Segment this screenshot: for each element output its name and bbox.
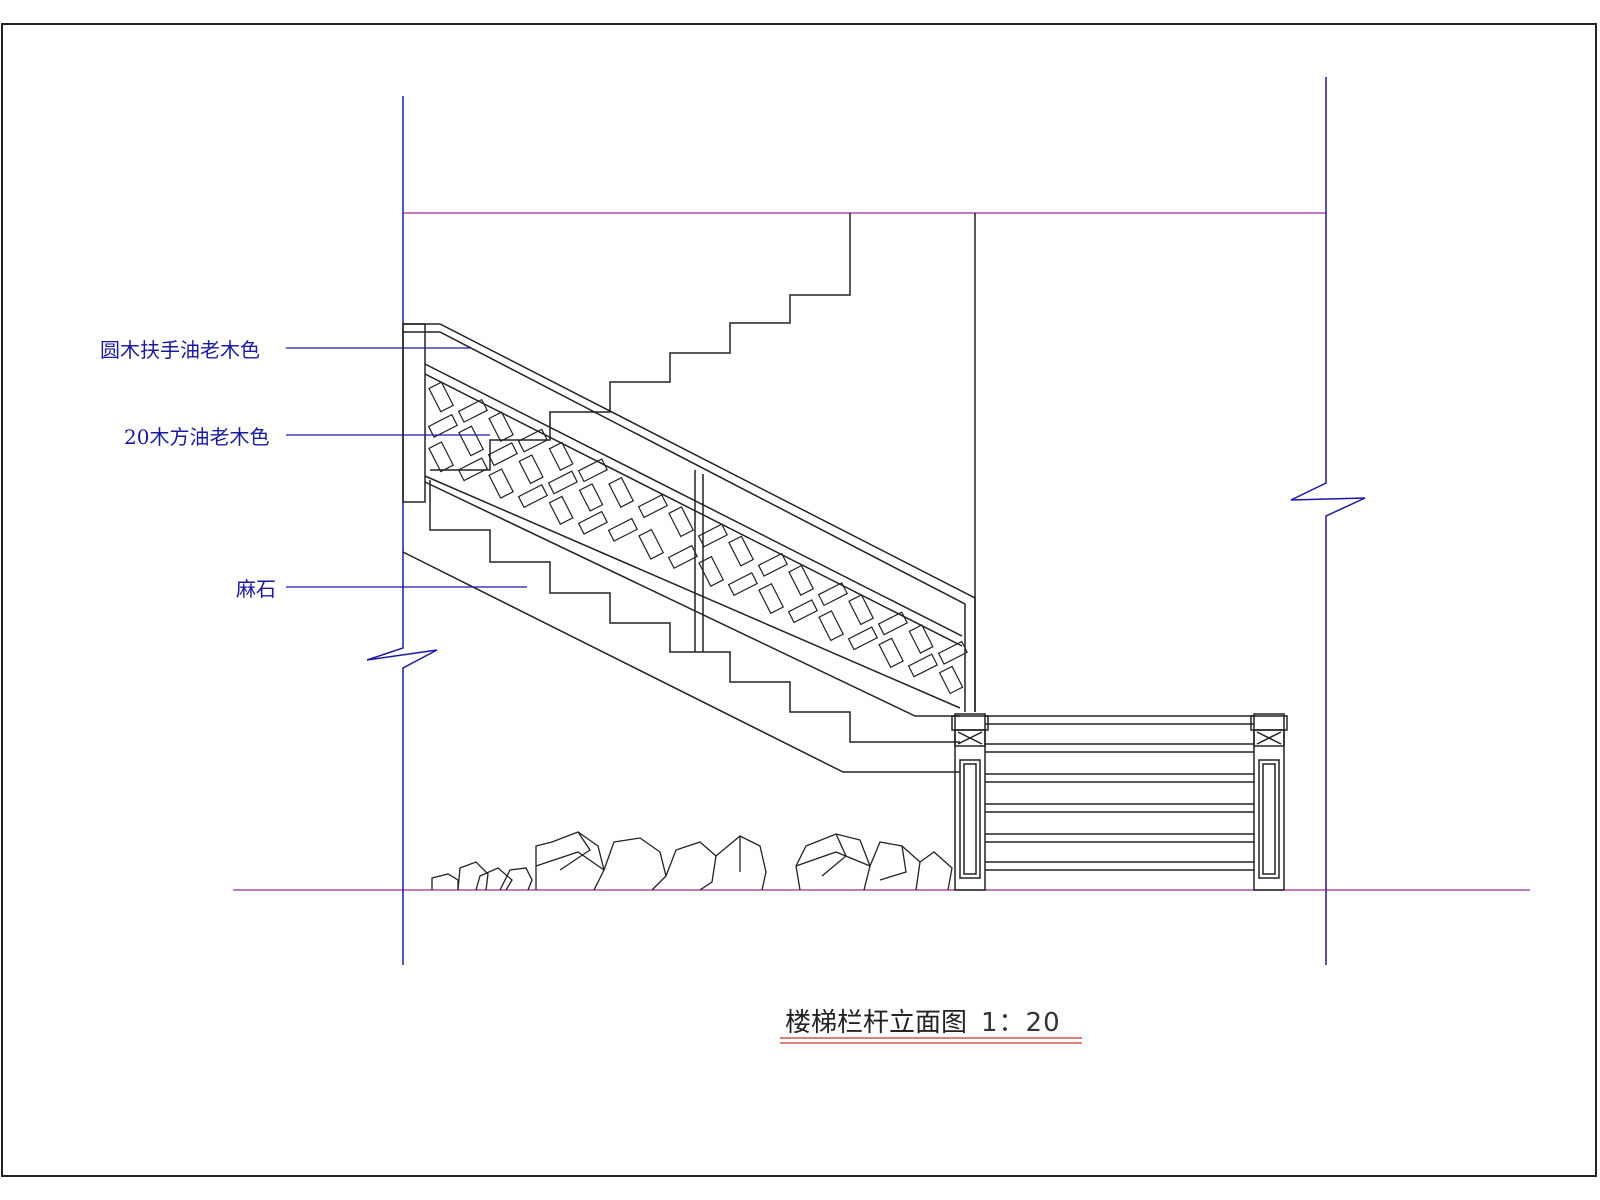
wooden-lattice-infill bbox=[427, 381, 969, 695]
lattice-bar bbox=[877, 611, 909, 636]
reference-lines bbox=[233, 212, 1530, 891]
lattice-bar bbox=[518, 454, 544, 485]
lattice-bar bbox=[578, 483, 604, 512]
lattice-bar bbox=[428, 381, 455, 413]
lattice-bar bbox=[728, 535, 755, 567]
callout-stone: 麻石 bbox=[236, 577, 276, 601]
lattice-bar bbox=[787, 599, 819, 624]
sheet-border bbox=[1, 23, 1597, 1177]
lattice-bar bbox=[727, 572, 759, 597]
drawing-scale: 1：20 bbox=[981, 1008, 1061, 1038]
lattice-bar bbox=[487, 442, 519, 467]
stair-structure bbox=[402, 213, 976, 773]
lattice-bar bbox=[608, 476, 635, 508]
lattice-bar bbox=[488, 411, 514, 442]
lattice-bar bbox=[577, 458, 609, 483]
lattice-bar bbox=[577, 510, 609, 535]
lattice-bar bbox=[457, 398, 489, 423]
lattice-bar bbox=[488, 468, 514, 499]
lattice-bar bbox=[458, 425, 485, 457]
callout-balusters: 20木方油老木色 bbox=[124, 425, 270, 449]
lattice-bar bbox=[427, 413, 459, 439]
title-underline bbox=[780, 1037, 1082, 1044]
lattice-bar bbox=[638, 528, 665, 560]
lattice-bar bbox=[847, 626, 879, 651]
lattice-bar bbox=[548, 441, 574, 471]
lattice-bar bbox=[457, 457, 489, 482]
lattice-bar bbox=[637, 494, 669, 519]
drawing-title-text: 楼梯栏杆立面图 bbox=[785, 1008, 968, 1038]
callout-leaders bbox=[286, 347, 527, 588]
lattice-bar bbox=[517, 428, 549, 453]
drawing-title: 楼梯栏杆立面图 1：20 bbox=[785, 1002, 1061, 1039]
lattice-bar bbox=[698, 555, 725, 587]
lattice-bar bbox=[908, 624, 934, 654]
lattice-bar bbox=[757, 552, 789, 577]
landing-railing bbox=[951, 713, 1288, 891]
lattice-bar bbox=[517, 483, 549, 509]
lattice-bar bbox=[697, 523, 729, 548]
lattice-bar bbox=[938, 665, 964, 695]
lattice-bar bbox=[937, 640, 969, 665]
lattice-bar bbox=[668, 506, 695, 538]
lattice-bar bbox=[907, 653, 939, 678]
lattice-bar bbox=[547, 470, 579, 495]
callout-handrail: 圆木扶手油老木色 bbox=[100, 338, 260, 362]
lattice-bar bbox=[548, 495, 574, 526]
lattice-bar bbox=[607, 517, 639, 542]
lattice-bar bbox=[878, 637, 904, 669]
lattice-bar bbox=[758, 582, 785, 615]
stone-rubble bbox=[431, 831, 953, 891]
lattice-bar bbox=[817, 582, 849, 607]
lattice-bar bbox=[428, 441, 455, 473]
lattice-bar bbox=[667, 544, 699, 569]
lattice-bar bbox=[788, 564, 815, 596]
wall-break-lines bbox=[366, 77, 1366, 965]
lattice-bar bbox=[818, 610, 845, 642]
lattice-bar bbox=[848, 594, 875, 626]
